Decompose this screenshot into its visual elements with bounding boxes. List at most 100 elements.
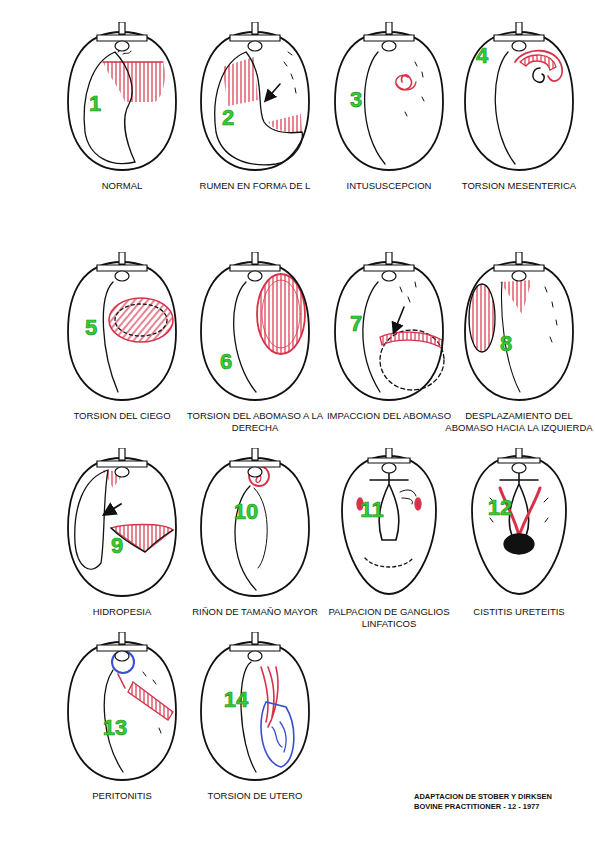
vertebra-symbol (494, 22, 544, 41)
intussusception-detail (365, 52, 424, 164)
callout-number: 13 (103, 715, 127, 741)
abdomen-outline (63, 632, 181, 782)
abdomen-outline (63, 22, 181, 172)
panel-caption: INTUSUSCEPCION (314, 180, 464, 192)
vertebra-body (248, 467, 262, 477)
body-wall (335, 32, 443, 170)
cross-section-panel: 1NORMAL (63, 22, 181, 172)
panel-caption: TORSION MESENTERICA (444, 180, 594, 192)
callout-number: 12 (488, 495, 512, 521)
left-displacement-detail (469, 280, 557, 392)
vertebra-body (382, 463, 396, 473)
vertebra-symbol (97, 252, 147, 271)
vertebra-symbol (230, 448, 280, 467)
normal-detail (84, 46, 165, 164)
callout-number: 6 (220, 349, 232, 375)
hydrops-detail (75, 470, 173, 569)
abdomen-outline (63, 252, 181, 402)
body-wall (342, 456, 436, 594)
cross-section-panel: 3INTUSUSCEPCION (330, 22, 448, 172)
callout-number: 5 (85, 315, 97, 341)
panel-caption: DESPLAZAMIENTO DEL ABOMASO HACIA LA IZQU… (444, 410, 594, 434)
panel-caption: PERITONITIS (47, 790, 197, 802)
cross-section-panel: 8DESPLAZAMIENTO DEL ABOMASO HACIA LA IZQ… (460, 252, 578, 402)
body-wall (201, 458, 309, 596)
vertebra-symbol (368, 448, 410, 463)
panel-caption: RIÑON DE TAMAÑO MAYOR (180, 606, 330, 618)
vertebra-symbol (230, 632, 280, 651)
vertebra-body (382, 271, 396, 281)
vertebra-body (248, 41, 262, 51)
l-rumen-detail (215, 52, 303, 165)
lymph-node-detail (357, 470, 421, 567)
abdomen-outline (63, 448, 181, 598)
cross-section-panel: 6TORSION DEL ABOMASO A LA DERECHA (196, 252, 314, 402)
callout-number: 7 (350, 311, 362, 337)
vertebra-body (115, 271, 129, 281)
cross-section-panel: 14TORSION DE UTERO (196, 632, 314, 782)
vertebra-symbol (230, 22, 280, 41)
abdomen-outline (196, 632, 314, 782)
mesenteric-torsion-detail (495, 51, 562, 164)
panel-caption: TORSION DE UTERO (180, 790, 330, 802)
cross-section-panel: 7IMPACCION DEL ABOMASO (330, 252, 448, 402)
body-wall (201, 642, 309, 780)
body-wall (68, 262, 176, 400)
vertebra-body (512, 463, 526, 473)
body-wall (68, 458, 176, 596)
callout-number: 1 (89, 91, 101, 117)
panel-caption: IMPACCION DEL ABOMASO (314, 410, 464, 422)
vertebra-symbol (97, 22, 147, 41)
vertebra-symbol (97, 632, 147, 651)
panel-caption: HIDROPESIA (47, 606, 197, 618)
vertebra-symbol (230, 252, 280, 271)
vertebra-symbol (364, 252, 414, 271)
abdomen-outline (460, 252, 578, 402)
body-wall (472, 456, 566, 594)
callout-number: 8 (500, 331, 512, 357)
vertebra-body (115, 467, 129, 477)
callout-number: 4 (476, 43, 488, 69)
enlarged-kidney-detail (235, 466, 269, 590)
panel-caption: TORSION DEL CIEGO (47, 410, 197, 422)
abdomen-outline (330, 252, 448, 402)
vertebra-symbol (97, 448, 147, 467)
cross-section-panel: 10RIÑON DE TAMAÑO MAYOR (196, 448, 314, 598)
abdomen-outline (330, 22, 448, 172)
panel-caption: PALPACION DE GANGLIOS LINFATICOS (314, 606, 464, 630)
body-wall (465, 262, 573, 400)
body-wall (465, 32, 573, 170)
abdomen-outline (196, 22, 314, 172)
callout-number: 14 (224, 687, 248, 713)
panel-caption: CISTITIS URETEITIS (444, 606, 594, 618)
vertebra-body (248, 271, 262, 281)
body-wall (335, 262, 443, 400)
cross-section-panel: 5TORSION DEL CIEGO (63, 252, 181, 402)
vertebra-body (248, 651, 262, 661)
cross-section-panel: 2RUMEN EN FORMA DE L (196, 22, 314, 172)
callout-number: 10 (234, 499, 258, 525)
panel-caption: RUMEN EN FORMA DE L (180, 180, 330, 192)
vertebra-body (382, 41, 396, 51)
peritonitis-detail (104, 651, 173, 772)
abdomen-outline (330, 448, 448, 598)
body-wall (68, 642, 176, 780)
abomasal-impaction-detail (363, 282, 444, 392)
callout-number: 2 (222, 105, 234, 131)
cross-section-panel: 4TORSION MESENTERICA (460, 22, 578, 172)
cross-section-panel: 9HIDROPESIA (63, 448, 181, 598)
abdomen-outline (460, 448, 578, 598)
abdomen-outline (196, 252, 314, 402)
panel-caption: TORSION DEL ABOMASO A LA DERECHA (180, 410, 330, 434)
vertebra-symbol (364, 22, 414, 41)
cross-section-panel: 13PERITONITIS (63, 632, 181, 782)
vertebra-symbol (494, 252, 544, 271)
callout-number: 3 (350, 87, 362, 113)
vertebra-body (512, 41, 526, 51)
cross-section-panel: 12CISTITIS URETEITIS (460, 448, 578, 598)
vertebra-body (512, 271, 526, 281)
callout-number: 11 (360, 497, 383, 523)
vertebra-body (115, 41, 129, 51)
cross-section-panel: 11PALPACION DE GANGLIOS LINFATICOS (330, 448, 448, 598)
